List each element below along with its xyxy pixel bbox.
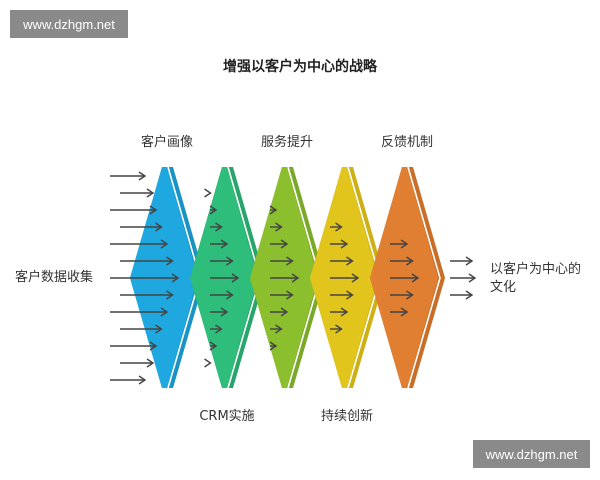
output-label-line1: 以客户为中心的 (490, 262, 582, 277)
arrow (270, 239, 289, 249)
arrow (270, 307, 289, 317)
arrow (210, 273, 240, 283)
arrow (330, 256, 354, 266)
arrow (110, 239, 169, 249)
arrow (110, 205, 158, 215)
arrow (390, 273, 420, 283)
arrow (210, 239, 229, 249)
stage-label: 持续创新 (320, 409, 374, 424)
input-label: 客户数据收集 (15, 270, 94, 285)
arrow (210, 307, 229, 317)
arrow (120, 324, 163, 334)
arrow (330, 307, 349, 317)
arrow (209, 205, 218, 215)
arrow (270, 324, 283, 334)
arrow (110, 171, 147, 181)
arrow (450, 256, 474, 266)
arrow (110, 341, 158, 351)
arrow (120, 358, 155, 368)
arrow (120, 188, 155, 198)
arrow (204, 188, 212, 198)
arrow (210, 256, 234, 266)
arrow (330, 222, 343, 232)
arrow (210, 290, 234, 300)
arrow (390, 290, 414, 300)
stage-label: 客户画像 (140, 135, 194, 150)
output-label-line2: 文化 (490, 280, 517, 295)
arrow (120, 256, 174, 266)
watermark-bottom: www.dzhgm.net (473, 440, 590, 468)
arrow (110, 273, 180, 283)
arrow (390, 239, 409, 249)
arrow (270, 290, 294, 300)
stage-label: 服务提升 (260, 135, 314, 150)
watermark-top: www.dzhgm.net (10, 10, 128, 38)
arrow (110, 307, 169, 317)
arrow (120, 222, 163, 232)
arrow (390, 256, 414, 266)
diagram-title: 增强以客户为中心的战略 (223, 59, 377, 75)
arrow (209, 341, 218, 351)
arrow (330, 324, 343, 334)
arrow (330, 273, 360, 283)
arrow (270, 222, 283, 232)
arrow (210, 222, 223, 232)
arrow (390, 307, 409, 317)
arrow (210, 324, 223, 334)
arrow (270, 273, 300, 283)
output-label: 以客户为中心的 文化 (490, 261, 581, 297)
arrow (120, 290, 174, 300)
arrow (269, 205, 278, 215)
arrow (330, 290, 354, 300)
arrow (450, 290, 474, 300)
arrow (269, 341, 278, 351)
arrow (110, 375, 147, 385)
stage-label: 反馈机制 (380, 135, 434, 150)
arrow (270, 256, 294, 266)
stage-label: CRM实施 (199, 409, 255, 424)
arrow (450, 273, 477, 283)
arrow (204, 358, 212, 368)
arrow (330, 239, 349, 249)
